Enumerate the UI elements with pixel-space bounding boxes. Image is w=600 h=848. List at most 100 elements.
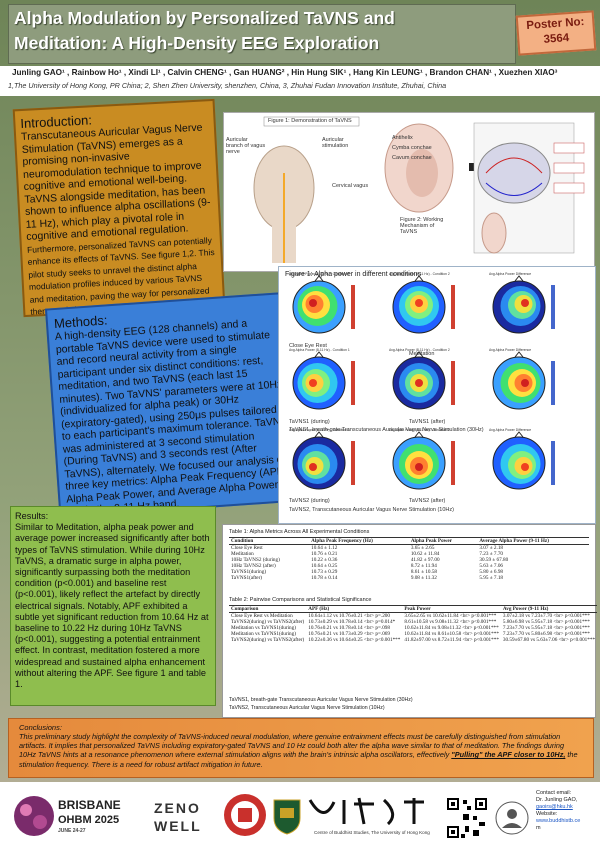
row1-caption2: Meditation	[409, 351, 435, 357]
colorbar	[451, 285, 455, 329]
figure1-title: Figure 1: Alpha power in different condi…	[285, 271, 422, 278]
contact-email-link[interactable]: gaoirs@hku.hk	[536, 804, 573, 810]
table1-cell: 8.72 ± 11.94	[410, 563, 437, 569]
topomap-contour	[521, 463, 529, 471]
tables-panel: Table 1: Alpha Metrics Across All Experi…	[222, 524, 598, 718]
table1-title: Table 1: Alpha Metrics Across All Experi…	[229, 529, 370, 535]
table1-cell: 10Hz TaVNS2 (after)	[231, 563, 276, 569]
table2-cell: Close Eye Rest vs Meditation	[231, 613, 293, 619]
label-antihelix: Antihelix	[392, 135, 413, 141]
colorbar	[351, 361, 355, 405]
introduction-text: Transcutaneous Auricular Vagus Nerve Sti…	[21, 121, 219, 317]
results-panel: Results: Similar to Meditation, alpha pe…	[10, 506, 216, 706]
table1-cell: 41.82 ± 97.00	[410, 557, 440, 563]
fig1-note1: TaVNS1, breath-gate Transcutaneous Auric…	[289, 427, 484, 433]
topomap-outline	[292, 436, 346, 490]
colorbar	[451, 441, 455, 485]
contact-icon	[495, 801, 529, 835]
table2-cell: 10.62±11.84 vs 8.61±10.58 <br> p<0.001**…	[404, 631, 499, 637]
contact-line: m	[536, 825, 541, 831]
ohbm-logo-icon	[14, 796, 54, 836]
table1-header-row: Condition Alpha Peak Frequency (Hz) Alph…	[229, 537, 589, 545]
table1-cell: 9.08 ± 11.32	[410, 575, 437, 581]
table2-row: TaVNS2(during) vs TaVNS2(after)10.22±0.3…	[229, 637, 597, 643]
topomap-label: Avg Alpha Power (8-11 Hz) - Condition 2	[389, 348, 450, 352]
label-auricular-branch: Auricular branch of vagus nerve	[226, 137, 266, 155]
introduction-text-main: Transcutaneous Auricular Vagus Nerve Sti…	[20, 121, 211, 243]
topomap-outline	[492, 356, 546, 410]
table1-cell: 10.62 ± 11.84	[410, 551, 440, 557]
contact-website-link[interactable]: www.buddhistb.ce	[536, 818, 581, 824]
table2-cell: 10.64±1.12 vs 10.76±0.21 <br> p=.200	[308, 613, 390, 619]
table2-cell: 7.23±7.70 vs 5.95±7.18 <br> p<0.001***	[502, 625, 590, 631]
table2-cell: 10.76±0.21 vs 10.78±0.14 <br> p=.098	[308, 625, 390, 631]
table1-cell: 30.59 ± 67.80	[479, 557, 509, 563]
topomap-outline	[492, 436, 546, 490]
topomap-contour	[415, 379, 423, 387]
topomap-contour	[309, 299, 317, 307]
table1-cell: 8.61 ± 10.58	[410, 569, 438, 575]
topomap-outline	[292, 280, 346, 334]
table2-row: Meditation vs TaVNS1(during) 10.76±0.21 v…	[229, 625, 597, 631]
table2-cell: Meditation vs TaVNS1(during)	[231, 631, 296, 637]
title-banner	[8, 4, 516, 64]
table1-header: Alpha Peak Frequency (Hz)	[309, 537, 409, 545]
contact-info: Contact email: Dr. Junling GAO, gaoirs@h…	[536, 790, 580, 832]
topomap-head: Avg Alpha Power Difference	[489, 428, 555, 490]
colorbar	[551, 285, 555, 329]
topomap-head: Avg Alpha Power Difference	[489, 348, 555, 410]
topomap-outline	[492, 280, 546, 334]
table-footnote-1: TaVNS1, breath-gate Transcutaneous Auric…	[229, 697, 413, 703]
label-cervical-vagus: Cervical vagus	[332, 183, 369, 189]
colorbar	[351, 285, 355, 329]
topomap-contour	[521, 299, 529, 307]
topomap-label: Avg Alpha Power (8-11 Hz) - Condition 1	[289, 272, 350, 276]
table2-row: TaVNS2(during) vs TaVNS2(after)10.73±0.2…	[229, 619, 597, 625]
topomap-nose	[314, 431, 324, 438]
table2-header: APF (Hz)	[306, 605, 403, 613]
topomap-head: Avg Alpha Power (8-11 Hz) - Condition 1	[289, 272, 355, 334]
topomap-contour	[521, 379, 529, 387]
row3-caption: TaVNS2 (during)	[289, 498, 330, 504]
alpha-power-figure: Figure 1: Alpha power in different condi…	[278, 266, 596, 524]
table2-cell: 10.62±11.84 vs 9.08±11.32 <br> p<0.001**…	[404, 625, 499, 631]
topomap-head: Avg Alpha Power (8-11 Hz) - Condition 1	[289, 428, 355, 490]
topomap-nose	[414, 431, 424, 438]
label-auricular-stimulation: Auricular stimulation	[322, 137, 349, 149]
colorbar	[551, 441, 555, 485]
table1-row: 10Hz TaVNS2 (after) 10.64 ± 0.25 8.72 ± 11…	[229, 563, 589, 569]
row2-caption2: TaVNS1 (after)	[409, 419, 446, 425]
topomap-nose	[514, 431, 524, 438]
contact-line: Contact email:	[536, 790, 572, 796]
topomap-nose	[314, 351, 324, 358]
label-cymba-conchae: Cymba conchae	[392, 145, 432, 151]
table1-cell: 5.80 ± 6.98	[479, 569, 504, 575]
table2-cell: 41.82±97.00 vs 8.72±11.94 <br> p<0.001**…	[404, 637, 499, 643]
table2-row: Meditation vs TaVNS1(during)10.76±0.21 v…	[229, 631, 597, 637]
table1-cell: 5.63 ± 7.06	[479, 563, 504, 569]
table2-cell: 3.07±2.18 vs 7.23±7.70 <br> p<0.001***	[502, 613, 590, 619]
table2-header: Avg Power (9-11 Hz)	[500, 605, 598, 613]
table2-title: Table 2: Pairwise Comparisons and Statis…	[229, 597, 372, 603]
contact-line: Dr. Junling GAO,	[536, 797, 578, 803]
ohbm-logo-year: OHBM 2025	[58, 814, 120, 826]
table2-cell: 7.23±7.70 vs 5.80±6.98 <br> p<0.001***	[502, 631, 590, 637]
topomap-nose	[514, 351, 524, 358]
table1-cell: 10.73 ± 0.29	[311, 569, 338, 575]
results-text: Similar to Meditation, alpha peak power …	[15, 522, 210, 690]
topomap-contour	[415, 463, 423, 471]
author-list: Junling GAO¹ , Rainbow Ho¹ , Xindi LI¹ ,…	[12, 68, 558, 77]
table2-cell: Meditation vs TaVNS1(during)	[231, 625, 296, 631]
row1-caption: Close Eye Rest	[289, 343, 327, 349]
topomap-head: Avg Alpha Power (8-11 Hz) - Condition 2	[389, 348, 455, 410]
fig1-note2: TaVNS2, Transcutaneous Auricular Vagus N…	[289, 507, 454, 513]
figure1-demo-label: Figure 1: Demonstration of TaVNS	[268, 118, 352, 124]
table2-header: Comparison	[229, 605, 307, 613]
table1: Condition Alpha Peak Frequency (Hz) Alph…	[229, 537, 589, 581]
topomap-label: Avg Alpha Power Difference	[489, 348, 531, 352]
table1-header: Average Alpha Power (9-11 Hz)	[477, 537, 589, 545]
table1-cell: TaVNS1(during)	[231, 569, 267, 575]
table1-cell: TaVNS1(after)	[231, 575, 263, 581]
table1-cell: 10.64 ± 0.25	[311, 563, 338, 569]
